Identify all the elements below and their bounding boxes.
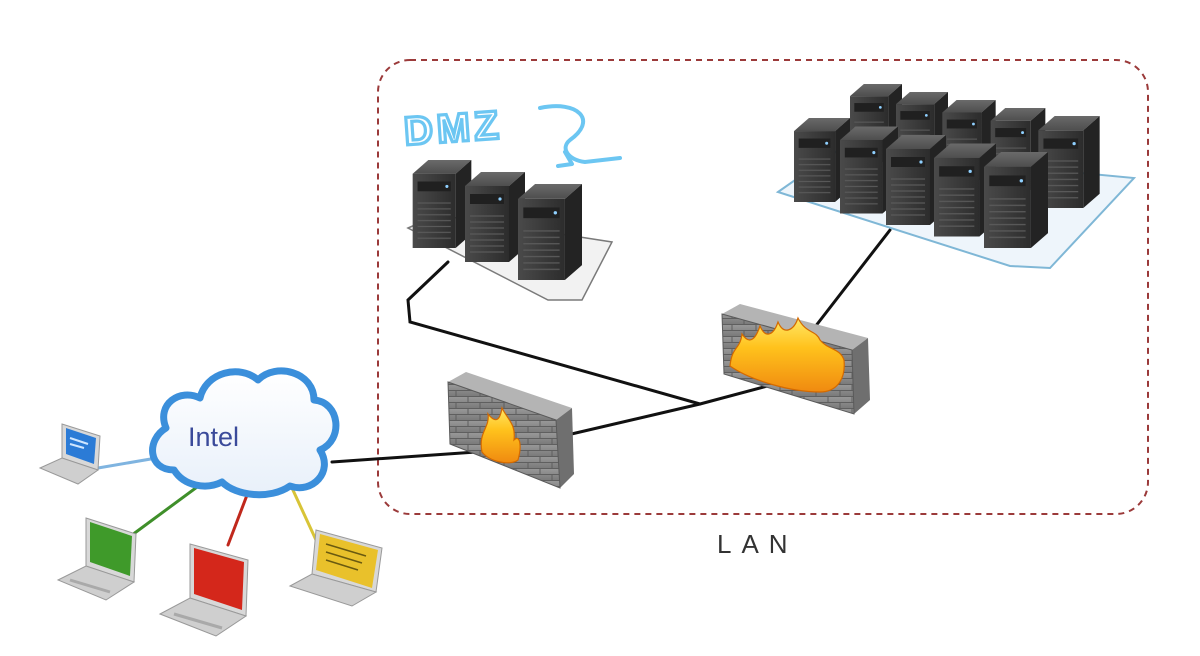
fire-icon xyxy=(729,316,845,393)
lan-zone-boundary xyxy=(377,59,1149,515)
curved-arrow-icon xyxy=(538,104,622,165)
cloud-label: Intel xyxy=(188,422,239,452)
lan-server-farm xyxy=(775,84,1137,270)
dmz-server-group xyxy=(406,160,614,301)
lan-label: LAN xyxy=(717,529,798,559)
link-firewall2-lan-servers xyxy=(806,228,892,338)
link-laptop-4 xyxy=(290,486,318,542)
firewall-icon xyxy=(721,304,870,415)
lan-server-front-5 xyxy=(984,152,1048,248)
dmz-server-1 xyxy=(412,160,472,248)
dmz-server-2 xyxy=(465,172,525,262)
laptop-4 xyxy=(288,529,383,607)
fire-icon xyxy=(480,406,521,464)
dmz-annotation: DMZ xyxy=(401,102,622,168)
laptop-2 xyxy=(56,517,137,601)
laptop-1 xyxy=(38,423,101,485)
laptop-3 xyxy=(158,543,249,637)
dmz-handwritten-label: DMZ xyxy=(403,103,504,154)
firewall-icon xyxy=(447,372,574,489)
link-dmz-junction xyxy=(406,260,702,406)
internet-cloud: Intel xyxy=(149,367,340,499)
dmz-server-3 xyxy=(518,184,582,280)
cloud-icon xyxy=(149,367,340,499)
